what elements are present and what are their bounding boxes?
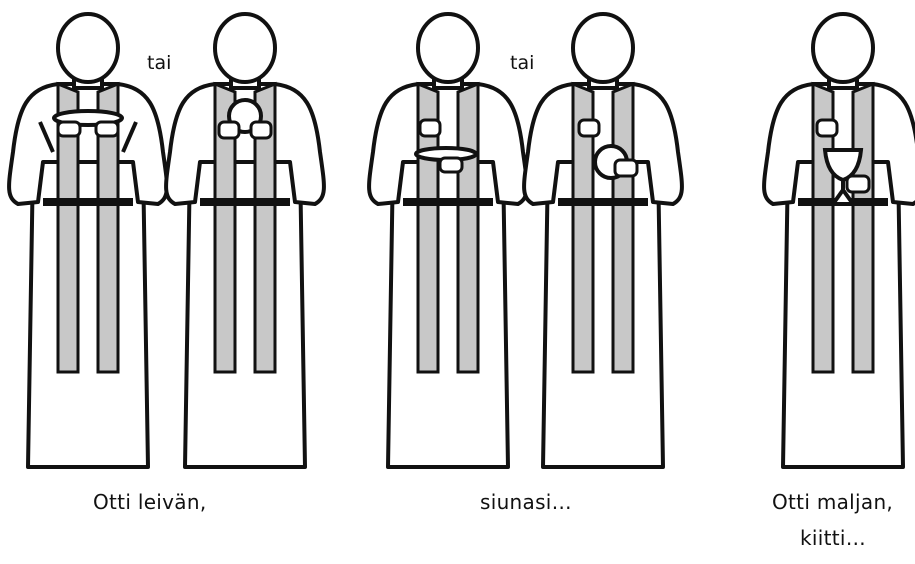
figure-bless-paten: [369, 14, 527, 467]
blessing-hand-icon: [420, 120, 440, 136]
figure-bless-host: [524, 14, 682, 467]
caption-cup-line1: Otti maljan,: [772, 490, 893, 514]
caption-cup-line2: kiitti…: [800, 526, 866, 550]
figure-bread-host: [166, 14, 324, 467]
caption-bread: Otti leivän,: [93, 490, 206, 514]
connector-or-1: tai: [147, 52, 171, 74]
figure-cup-chalice: [764, 14, 915, 467]
figure-bread-paten: [9, 14, 167, 467]
blessing-hand-icon: [579, 120, 599, 136]
blessing-hand-icon: [817, 120, 837, 136]
caption-bless: siunasi…: [480, 490, 572, 514]
connector-or-2: tai: [510, 52, 534, 74]
